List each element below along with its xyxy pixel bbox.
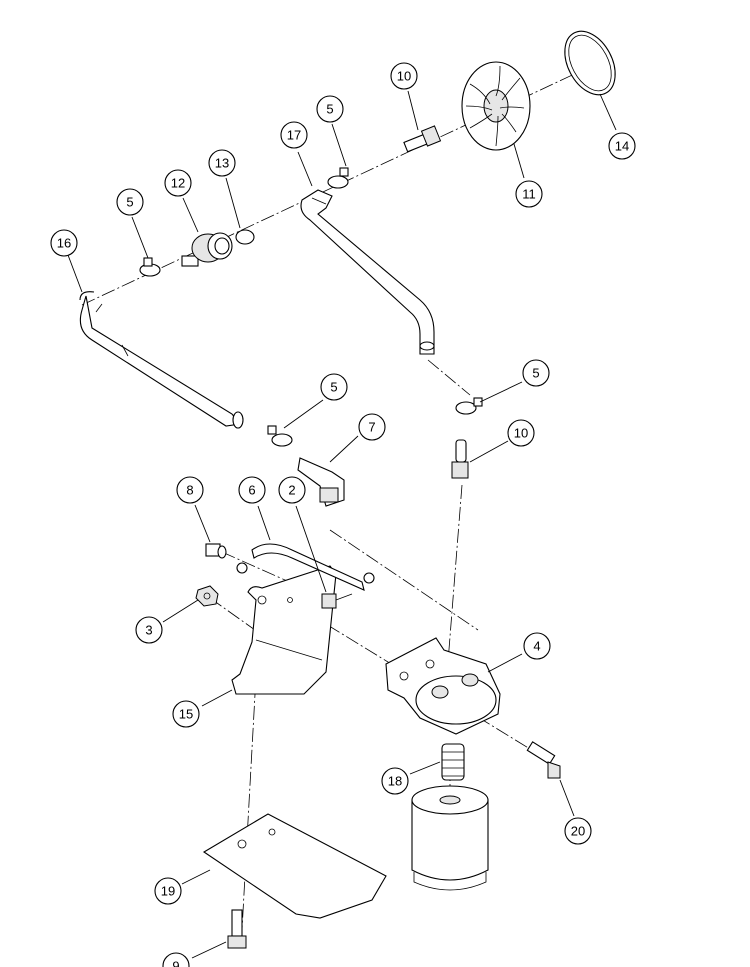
- svg-text:5: 5: [532, 366, 539, 381]
- clamp-5-b: [327, 167, 349, 189]
- svg-text:13: 13: [215, 156, 229, 171]
- callout-20: 20: [564, 817, 592, 845]
- filter-head-4: [385, 637, 501, 735]
- callout-9: 9: [162, 952, 190, 967]
- svg-text:3: 3: [145, 623, 152, 638]
- svg-text:6: 6: [248, 483, 255, 498]
- callout-5: 5: [116, 188, 144, 216]
- svg-text:4: 4: [533, 639, 540, 654]
- svg-text:2: 2: [288, 483, 295, 498]
- plate-19: [202, 813, 387, 919]
- callout-10: 10: [390, 62, 418, 90]
- spring-18: [441, 743, 465, 781]
- gasket-14: [564, 30, 616, 96]
- callout-15: 15: [172, 700, 200, 728]
- fitting-10-lower: [451, 439, 469, 479]
- clamp-5-a: [139, 257, 161, 277]
- screw-8: [205, 543, 227, 559]
- callout-2: 2: [278, 476, 306, 504]
- bolt-20: [526, 741, 561, 779]
- svg-text:5: 5: [330, 380, 337, 395]
- svg-text:16: 16: [57, 236, 71, 251]
- svg-text:17: 17: [287, 128, 301, 143]
- callout-4: 4: [523, 632, 551, 660]
- callout-12: 12: [164, 169, 192, 197]
- svg-text:9: 9: [172, 959, 179, 967]
- callout-19: 19: [154, 877, 182, 905]
- callout-14: 14: [608, 132, 636, 160]
- svg-text:5: 5: [326, 102, 333, 117]
- hose-16: [79, 291, 244, 429]
- callout-5: 5: [316, 95, 344, 123]
- callout-7: 7: [358, 413, 386, 441]
- elbow-fitting-7: [297, 457, 345, 507]
- svg-text:10: 10: [397, 69, 411, 84]
- filter-cartridge: [411, 785, 489, 891]
- callout-8: 8: [176, 476, 204, 504]
- svg-text:10: 10: [514, 426, 528, 441]
- callout-5: 5: [320, 373, 348, 401]
- bolt-2: [321, 593, 353, 609]
- svg-text:12: 12: [171, 176, 185, 191]
- fan-11: [461, 61, 531, 151]
- callout-6: 6: [238, 476, 266, 504]
- callout-3: 3: [135, 616, 163, 644]
- svg-text:19: 19: [161, 884, 175, 899]
- wire-6: [251, 543, 375, 591]
- bracket-15: [231, 565, 337, 695]
- fitting-10-upper: [403, 125, 442, 153]
- washer: [236, 562, 248, 574]
- nut-3: [195, 585, 219, 607]
- callout-18: 18: [381, 767, 409, 795]
- callout-13: 13: [208, 149, 236, 177]
- svg-text:7: 7: [368, 420, 375, 435]
- svg-text:11: 11: [522, 187, 536, 202]
- clamp-5-d: [455, 397, 483, 415]
- callout-11: 11: [515, 180, 543, 208]
- callout-16: 16: [50, 229, 78, 257]
- svg-text:5: 5: [126, 195, 133, 210]
- callout-5: 5: [522, 359, 550, 387]
- screw-9: [227, 909, 247, 949]
- callout-17: 17: [280, 121, 308, 149]
- svg-text:15: 15: [179, 707, 193, 722]
- callout-10: 10: [507, 419, 535, 447]
- svg-text:18: 18: [388, 774, 402, 789]
- leader-lines: [67, 90, 617, 959]
- clamp-5-c: [267, 425, 293, 447]
- pump-12: [181, 232, 233, 267]
- svg-text:20: 20: [571, 824, 585, 839]
- hose-17: [300, 189, 435, 355]
- svg-text:14: 14: [615, 139, 629, 154]
- svg-text:8: 8: [186, 483, 193, 498]
- o-ring-13: [235, 229, 255, 245]
